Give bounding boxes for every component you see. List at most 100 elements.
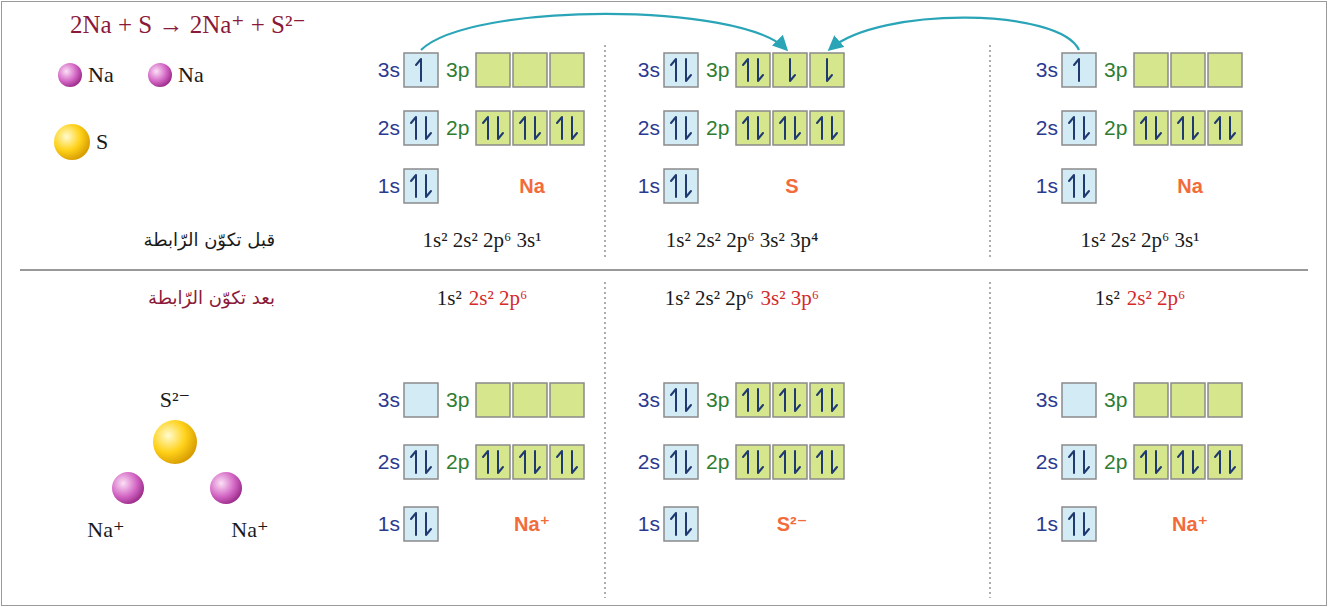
electron-arrow (535, 117, 540, 139)
electron-arrow (426, 117, 431, 139)
orbital-label: 3s (1036, 388, 1058, 412)
orbital-label: 1s (1036, 174, 1058, 198)
electron-arrow (1084, 513, 1089, 535)
orbital-box (664, 169, 698, 203)
electron-arrow (416, 59, 421, 81)
orbital-box (773, 53, 807, 87)
atom-label: Na (88, 62, 114, 87)
orbital-box (773, 383, 807, 417)
orbital-label: 3s (1036, 58, 1058, 82)
orbital-box (664, 445, 698, 479)
electron-arrow (1193, 117, 1198, 139)
orbital-box (404, 53, 438, 87)
atom-label: Na (178, 62, 204, 87)
orbital-label: 2s (378, 450, 400, 474)
electron-arrow (671, 513, 676, 535)
sodium-ion (112, 472, 144, 504)
electron-arrow (1178, 451, 1183, 473)
sodium-atom (58, 63, 82, 87)
orbital-label: 2p (706, 450, 729, 474)
electron-arrow (1069, 513, 1074, 535)
orbital-label: 3s (638, 58, 660, 82)
electron-arrow (1069, 451, 1074, 473)
electron-arrow (686, 175, 691, 197)
electron-arrow (498, 451, 503, 473)
orbital-box (1208, 111, 1242, 145)
electron-arrow (557, 451, 562, 473)
orbital-label: 2p (1104, 450, 1127, 474)
ion-label: Na⁺ (87, 517, 124, 542)
electron-arrow (817, 389, 822, 411)
row-heading: بعد تكوّن الرّابطة (148, 288, 275, 309)
electron-arrow (426, 513, 431, 535)
orbital-label: 1s (638, 512, 660, 536)
orbital-box (1062, 445, 1096, 479)
electron-arrow (1084, 451, 1089, 473)
species-name: S (785, 175, 798, 198)
electron-arrow (790, 59, 795, 81)
orbital-label: 2s (1036, 116, 1058, 140)
orbital-box (513, 383, 547, 417)
orbital-box (513, 445, 547, 479)
electron-arrow (557, 117, 562, 139)
orbital-label: 2p (446, 450, 469, 474)
electron-arrow (411, 513, 416, 535)
orbital-label: 2p (1104, 116, 1127, 140)
orbital-label: 3s (378, 58, 400, 82)
electron-arrow (1141, 451, 1146, 473)
orbital-box (404, 445, 438, 479)
orbital-box (1062, 53, 1096, 87)
ion-label: Na⁺ (231, 517, 268, 542)
sulfur-atom (54, 124, 90, 160)
electron-arrow (827, 59, 832, 81)
orbital-label: 2p (446, 116, 469, 140)
electron-configuration: 1s² 2s² 2p⁶ (665, 286, 754, 310)
species-name: Na (1177, 175, 1203, 198)
orbital-label: 3p (706, 58, 729, 82)
orbital-box (664, 111, 698, 145)
orbital-box (404, 169, 438, 203)
ion-label: S²⁻ (160, 387, 190, 412)
orbital-box (513, 53, 547, 87)
orbital-box (550, 383, 584, 417)
electron-arrow (671, 389, 676, 411)
orbital-box (810, 111, 844, 145)
orbital-box (1171, 383, 1205, 417)
electron-arrow (686, 389, 691, 411)
sodium-atom (148, 63, 172, 87)
electron-arrow (498, 117, 503, 139)
orbital-label: 3p (1104, 58, 1127, 82)
electron-arrow (1156, 117, 1161, 139)
electron-arrow (1230, 451, 1235, 473)
electron-configuration: 2s² 2p⁶ (1127, 286, 1186, 310)
electron-arrow (671, 117, 676, 139)
divider (989, 282, 990, 598)
electron-arrow (832, 117, 837, 139)
electron-arrow (411, 451, 416, 473)
divider (604, 282, 605, 598)
electron-arrow (795, 389, 800, 411)
orbital-box (1134, 53, 1168, 87)
electron-configuration: 2s² 2p⁶ (469, 286, 528, 310)
orbital-boxes (404, 53, 1242, 541)
atom-label: S (96, 129, 108, 154)
orbital-box (550, 445, 584, 479)
electron-configuration: 1s² 2s² 2p⁶ 3s² 3p⁴ (666, 228, 819, 252)
orbital-label: 1s (378, 174, 400, 198)
electron-arrow (572, 117, 577, 139)
electron-arrow (686, 513, 691, 535)
orbital-box (810, 445, 844, 479)
orbital-box (810, 53, 844, 87)
electron-arrow (817, 117, 822, 139)
orbital-box (736, 53, 770, 87)
species-name: Na⁺ (514, 513, 550, 536)
sulfide-ion (153, 420, 197, 464)
electron-arrow (758, 59, 763, 81)
orbital-label: 2s (1036, 450, 1058, 474)
orbital-label: 2s (378, 116, 400, 140)
orbital-label: 3s (638, 388, 660, 412)
electron-arrow (780, 451, 785, 473)
electron-arrow (743, 59, 748, 81)
orbital-box (1208, 383, 1242, 417)
